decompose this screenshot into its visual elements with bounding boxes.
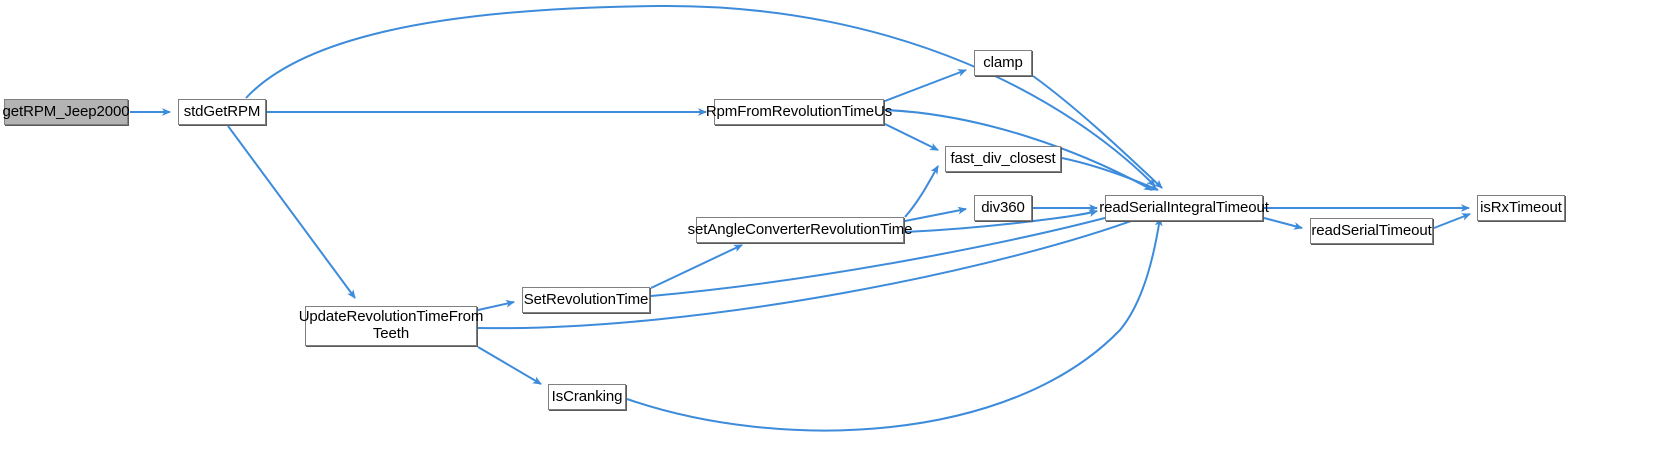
node-readserialintegraltimeout[interactable]: readSerialIntegralTimeout	[1099, 195, 1269, 221]
edge-updaterevolutiontimefromteeth-to-setrevolutiontime	[477, 299, 515, 311]
node-isrxtimeout[interactable]: isRxTimeout	[1477, 195, 1565, 221]
node-fast-div-closest[interactable]: fast_div_closest	[945, 146, 1061, 172]
node-clamp[interactable]: clamp	[974, 50, 1032, 76]
edge-readserialintegraltimeout-to-readserialtimeout	[1263, 217, 1303, 230]
edge-rpmfromrevolutiontimeus-to-fast-div-closest	[884, 123, 939, 151]
edge-updaterevolutiontimefromteeth-to-iscranking	[477, 346, 542, 385]
node-stdgetrpm[interactable]: stdGetRPM	[178, 99, 266, 125]
edge-setangleconverterrevolutiontime-to-div360	[904, 206, 967, 222]
node-rpmfromrevolutiontimeus[interactable]: RpmFromRevolutionTimeUs	[706, 99, 892, 125]
node-updaterevolutiontimefromteeth[interactable]: UpdateRevolutionTimeFrom Teeth	[299, 306, 483, 346]
edge-iscranking-to-readserialintegraltimeout	[626, 217, 1163, 432]
edge-readserialtimeout-to-isrxtimeout	[1433, 213, 1471, 229]
node-getrpm-jeep2000[interactable]: getRPM_Jeep2000	[3, 99, 130, 125]
node-div360[interactable]: div360	[974, 195, 1032, 221]
node-setangleconverterrevolutiontime[interactable]: setAngleConverterRevolutionTime	[688, 217, 913, 243]
edge-setrevolutiontime-to-setangleconverterrevolutiontime	[650, 244, 743, 289]
node-iscranking[interactable]: IsCranking	[548, 384, 626, 410]
node-readserialtimeout[interactable]: readSerialTimeout	[1310, 218, 1433, 244]
edge-rpmfromrevolutiontimeus-to-clamp	[884, 69, 967, 102]
edge-setangleconverterrevolutiontime-to-fast-div-closest	[904, 165, 939, 218]
node-setrevolutiontime[interactable]: SetRevolutionTime	[522, 287, 650, 313]
edge-fast-div-closest-to-readserialintegraltimeout	[1061, 157, 1159, 191]
edge-stdgetrpm-to-updaterevolutiontimefromteeth	[227, 125, 356, 299]
